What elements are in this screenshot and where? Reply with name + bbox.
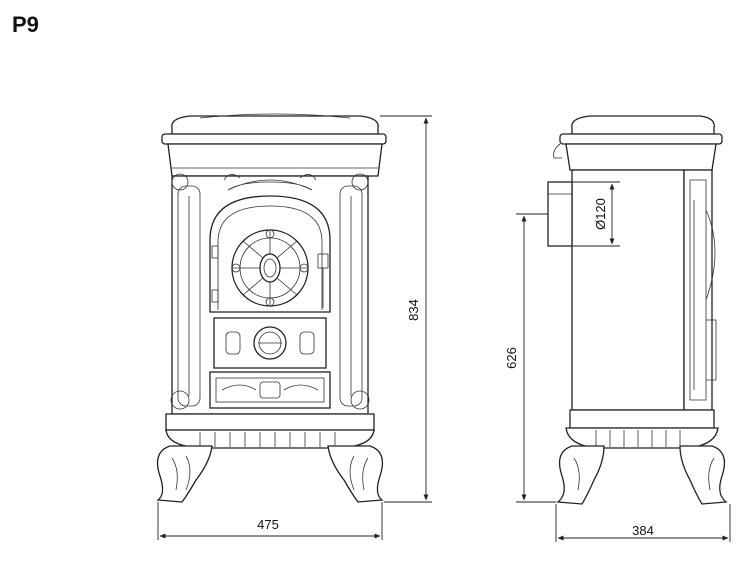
model-title: P9 — [12, 12, 39, 37]
door-wheel-ornament — [231, 229, 309, 307]
width-label: 475 — [257, 517, 279, 532]
flue-height-label: 626 — [504, 347, 519, 369]
depth-label: 384 — [632, 523, 654, 538]
side-view — [547, 115, 728, 505]
flue-diameter-dimension — [572, 181, 620, 247]
flue-height-dimension — [516, 213, 556, 503]
height-dimension — [380, 115, 432, 503]
width-dimension — [157, 502, 383, 540]
flue-diameter-label: Ø120 — [593, 198, 608, 230]
height-label: 834 — [406, 299, 421, 321]
depth-dimension — [555, 504, 731, 542]
front-view — [156, 113, 387, 503]
